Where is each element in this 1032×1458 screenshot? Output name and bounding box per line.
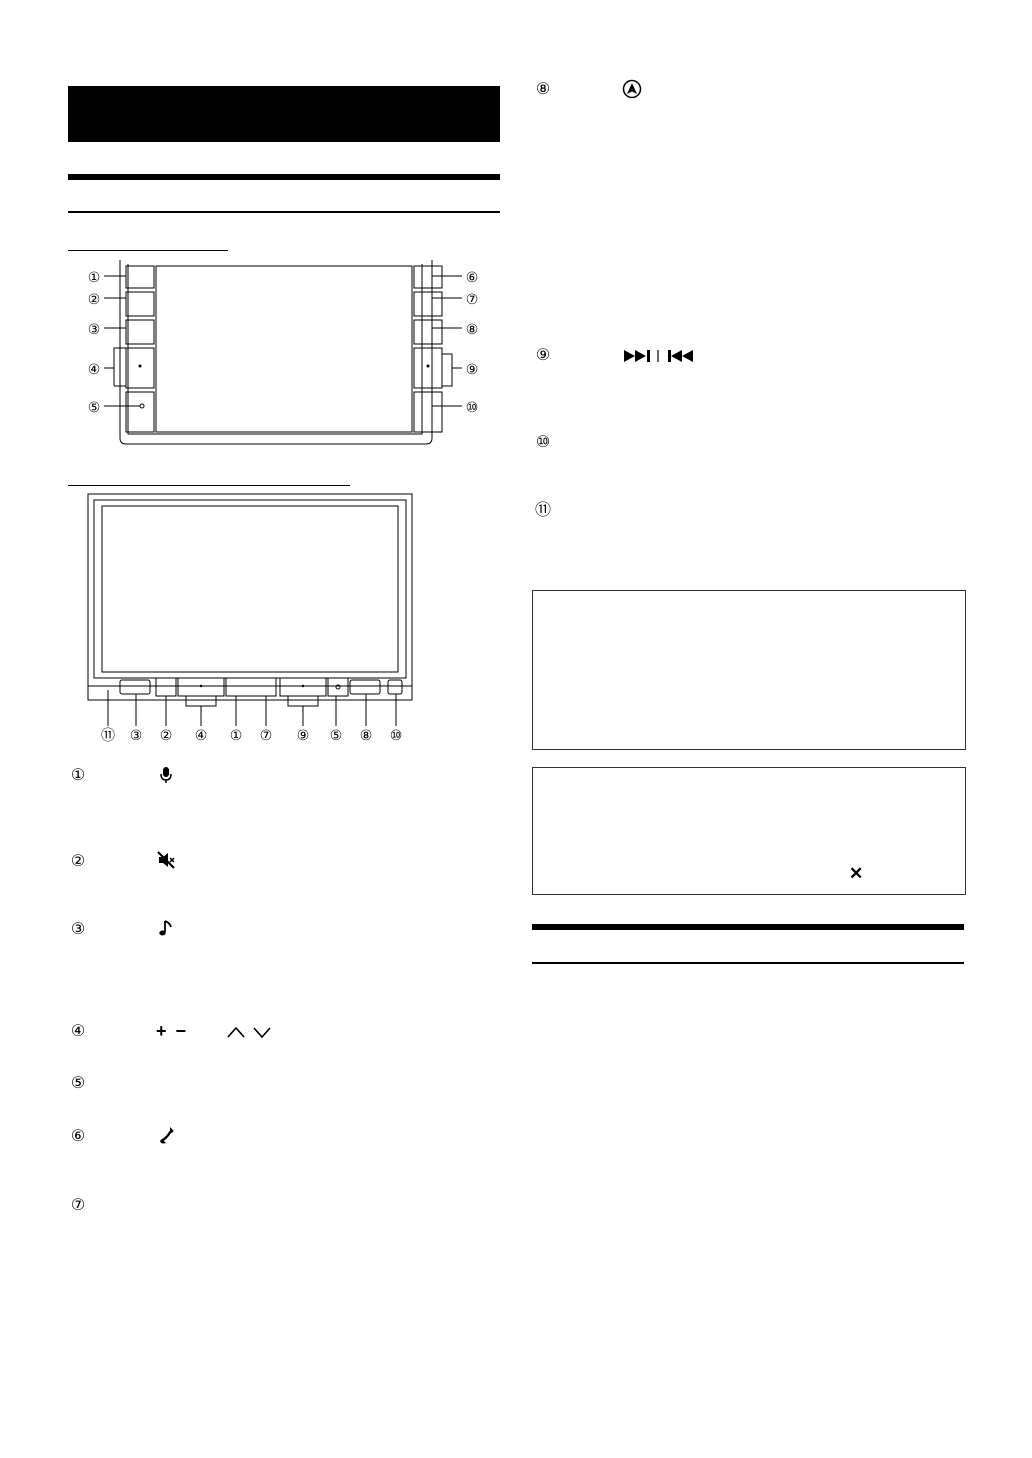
diagram1-callout-10: ⑩ [466,400,479,416]
diagram1-callout-2: ② [88,292,101,308]
diagram2-callout-1: ① [230,728,243,744]
close-x-icon: ✕ [849,864,864,883]
microphone-icon [156,765,176,785]
diagram2-callout-5: ⑤ [330,728,343,744]
chevron-down-icon [253,1027,271,1039]
diagram1-callout-4: ④ [88,362,101,378]
item-number-9: ⑨ [535,347,551,364]
diagram1-callout-1: ① [88,270,101,286]
diagram1-callout-8: ⑧ [466,322,479,338]
item-number-4: ④ [70,1023,86,1040]
plus-icon: + [156,1021,167,1041]
item-number-3: ③ [70,921,86,938]
heading-rule-thick [68,174,500,180]
note-box-2: ✕ [532,767,966,895]
subheading-underline-1 [68,250,228,251]
section-rule-thick [532,924,964,930]
diagram1-callout-6: ⑥ [466,270,479,286]
phone-icon [156,1125,176,1145]
item-number-5: ⑤ [70,1075,86,1092]
diagram1-callout-7: ⑦ [466,292,479,308]
diagram1-callout-5: ⑤ [88,400,101,416]
note-box-1 [532,590,966,750]
diagram2-callout-10: ⑩ [390,728,403,744]
section-rule-thin [532,962,964,964]
diagram2-callout-8: ⑧ [360,728,373,744]
item-number-10: ⑩ [535,434,551,451]
diagram2-callout-9: ⑨ [297,728,310,744]
item-number-7: ⑦ [70,1197,86,1214]
diagram2-callout-3: ③ [130,728,143,744]
subheading-underline-2 [68,485,350,486]
chevron-up-icon [227,1026,245,1038]
diagram1-callout-3: ③ [88,322,101,338]
item-number-1: ① [70,767,86,784]
diagram1-callout-9: ⑨ [466,362,479,378]
plus-minus-icons: + − [156,1020,216,1042]
section-title-bar [68,86,500,142]
music-note-icon [156,918,176,938]
navigation-arrow-icon [622,79,642,99]
minus-icon: − [175,1021,187,1041]
item-number-6: ⑥ [70,1128,86,1145]
diagram2-callout-7: ⑦ [260,728,273,744]
skip-buttons-icons [622,347,704,365]
diagram2-callout-11: ⑪ [101,728,115,744]
device-front-diagram-2: ⑪ ③ ② ④ ① ⑦ ⑨ ⑤ ⑧ ⑩ [87,493,413,744]
mute-icon [156,850,176,870]
up-down-icons [226,1024,274,1040]
item-number-11: ⑪ [534,502,551,519]
skip-forward-icon [624,350,650,362]
heading-rule-thin [68,211,500,213]
item-number-8: ⑧ [535,81,551,98]
device-front-diagram-1: ① ② ③ ④ ⑤ ⑥ ⑦ ⑧ ⑨ ⑩ [88,260,479,445]
item-number-2: ② [70,853,86,870]
diagram2-callout-2: ② [160,728,173,744]
skip-backward-icon [668,350,693,362]
diagram2-callout-4: ④ [195,728,208,744]
